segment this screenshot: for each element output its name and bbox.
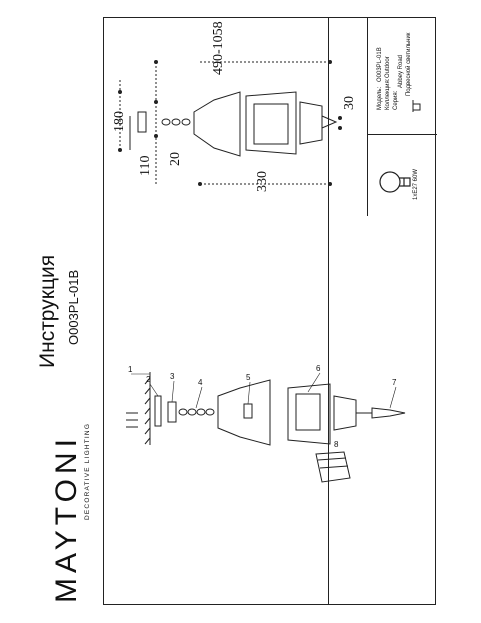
dim-diameter: 330 [255,171,270,192]
spec-box-divider-2 [367,134,437,135]
callout-3: 3 [170,372,175,381]
callout-5: 5 [246,373,251,382]
dim-gap: 20 [168,152,183,166]
spec-model-label: Модель: [377,86,383,110]
lamp-bottom [333,395,357,431]
spec-type-value: Подвесной светильник [406,32,412,96]
chain-icon [178,408,215,416]
lamp-glass-body [287,383,331,445]
lamp-roof [217,379,271,446]
pendant-type-icon [412,100,421,112]
ceiling-hatch [144,377,151,445]
spec-box-divider [367,18,368,216]
glass-panel [295,393,321,431]
callout-7: 7 [392,378,397,387]
bulb-icon [379,171,411,193]
document-frame [103,17,437,605]
dim-top: 180 [112,111,127,132]
spec-series-value: Abbey Road [398,54,404,88]
callout-8: 8 [334,440,339,449]
callout-2: 2 [146,375,151,384]
dim-width-range: 490-1058 [211,21,226,75]
spec-series-label: Серия: [393,90,399,110]
spec-model-value: O003PL-01B [377,47,383,82]
spec-bulb: 1хE27 60W [413,168,419,200]
screws-icon [126,412,138,428]
callout-1: 1 [128,365,133,374]
dim-left: 110 [138,155,153,176]
frame-divider [328,18,329,604]
glass-pane [315,451,351,483]
spec-collection-label: Коллекция: [385,78,391,110]
finial [371,407,406,419]
callout-4: 4 [198,378,203,387]
callout-6: 6 [316,364,321,373]
spec-collection-value: Outdoor [385,56,391,78]
dim-tip: 30 [342,96,357,110]
